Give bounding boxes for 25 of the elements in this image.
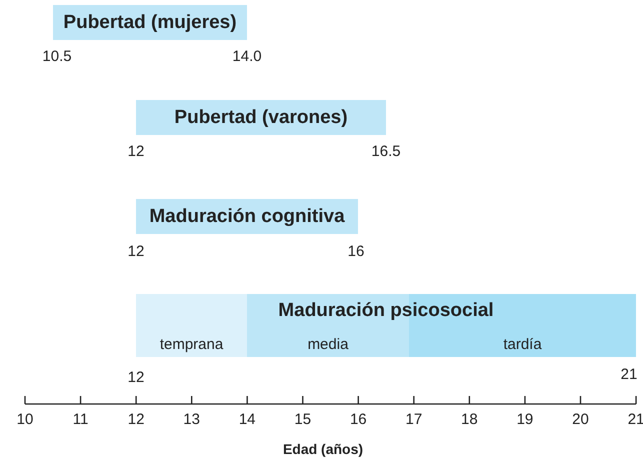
- timeline-bar: Pubertad (varones): [136, 100, 386, 135]
- tick-label: 17: [406, 411, 422, 428]
- timeline-bar: Pubertad (mujeres): [53, 5, 247, 40]
- age-label: 14.0: [232, 48, 262, 65]
- tick-label: 10: [16, 411, 34, 428]
- tick-label: 12: [128, 411, 144, 428]
- timeline-bar: Maduración cognitiva: [136, 199, 358, 234]
- tick-label: 11: [72, 411, 88, 428]
- tick-label: 18: [461, 411, 478, 428]
- age-label: 12: [128, 243, 144, 260]
- tick-label: 19: [516, 411, 534, 428]
- tick-label: 14: [238, 411, 256, 428]
- age-label: 16: [348, 243, 364, 260]
- age-label: 10.5: [42, 48, 72, 65]
- age-label: 16.5: [371, 143, 401, 160]
- tick-label: 13: [183, 411, 200, 428]
- tick-label: 16: [350, 411, 367, 428]
- timeline-bar: [136, 294, 636, 357]
- axis-title: Edad (años): [282, 441, 364, 457]
- bar-title: Maduración psicosocial: [277, 300, 495, 322]
- tick-label: 15: [294, 411, 312, 428]
- age-label: 21: [620, 366, 638, 383]
- age-label: 12: [128, 369, 144, 386]
- age-label: 12: [128, 143, 144, 160]
- tick-label: 20: [572, 411, 589, 428]
